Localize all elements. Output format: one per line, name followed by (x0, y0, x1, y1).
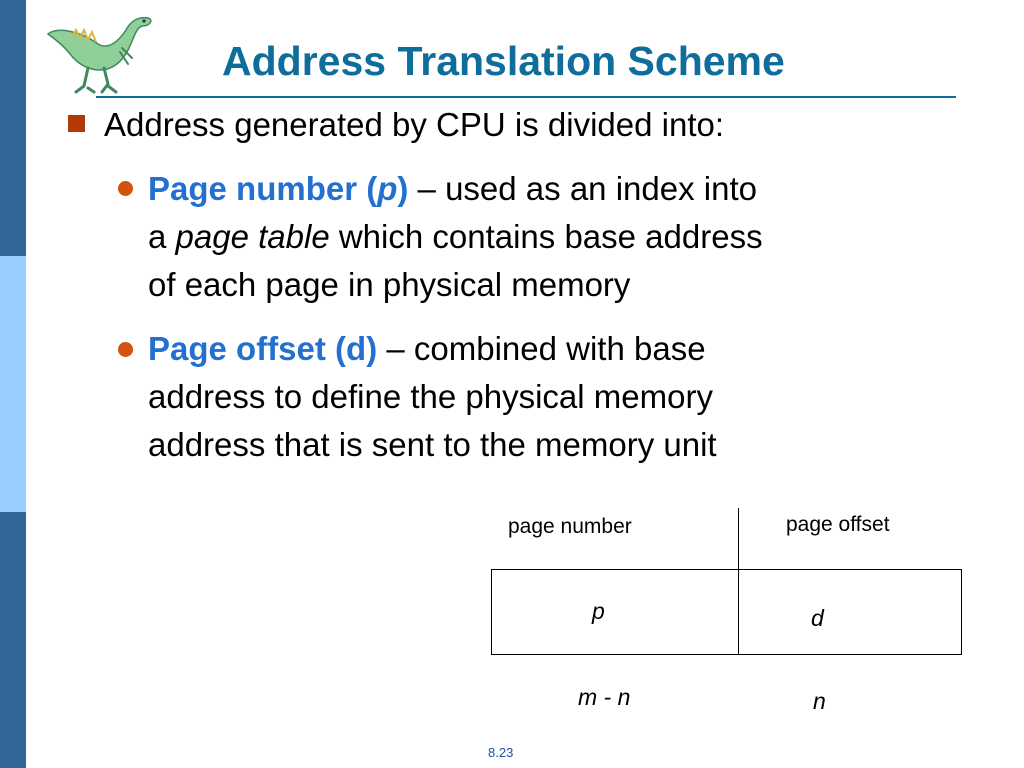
slide-page-number: 8.23 (488, 745, 514, 760)
slide-title: Address Translation Scheme (222, 38, 785, 84)
address-box (491, 569, 962, 655)
sub-bullet-text: a (148, 218, 176, 255)
diagram-label-page-number: page number (508, 515, 632, 538)
round-bullet-icon (118, 342, 133, 357)
sidebar-bottom-band (0, 512, 26, 768)
address-box-divider (738, 569, 739, 654)
round-bullet-icon (118, 181, 133, 196)
main-bullet-text: Address generated by CPU is divided into… (104, 106, 725, 143)
field-p: p (592, 598, 605, 624)
sub-bullet-text: – used as an index into (408, 170, 757, 207)
term-page-offset: Page offset (d) (148, 330, 378, 367)
term-page-number-a: Page number ( (148, 170, 378, 207)
diagram-label-divider (738, 508, 739, 570)
square-bullet-icon (68, 115, 85, 132)
diagram-label-page-offset: page offset (786, 513, 890, 536)
sub-bullet-line: of each page in physical memory (148, 266, 631, 303)
bit-width-n: n (813, 688, 826, 714)
sub-bullet-page-offset: Page offset (d) – combined with base add… (148, 325, 717, 469)
page-table-term: page table (175, 218, 330, 255)
sidebar-top-band (0, 0, 26, 256)
sub-bullet-line: Page number (p) – used as an index into (148, 165, 763, 213)
sub-bullet-text: which contains base address (329, 218, 763, 255)
bit-width-m-minus-n: m - n (578, 684, 631, 710)
sub-bullet-page-number: Page number (p) – used as an index into … (148, 165, 763, 309)
term-page-number-var: p (377, 170, 398, 207)
sub-bullet-text: – combined with base (377, 330, 706, 367)
sub-bullet-line: address to define the physical memory (148, 378, 713, 415)
term-page-number-b: ) (397, 170, 409, 207)
sidebar-middle-band (0, 256, 26, 512)
sub-bullet-line: a page table which contains base address (148, 213, 763, 261)
title-underline (96, 96, 956, 98)
sub-bullet-line: Page offset (d) – combined with base (148, 325, 717, 373)
field-d: d (811, 605, 824, 631)
dinosaur-mascot-icon (46, 16, 152, 94)
sub-bullet-line: address that is sent to the memory unit (148, 426, 717, 463)
